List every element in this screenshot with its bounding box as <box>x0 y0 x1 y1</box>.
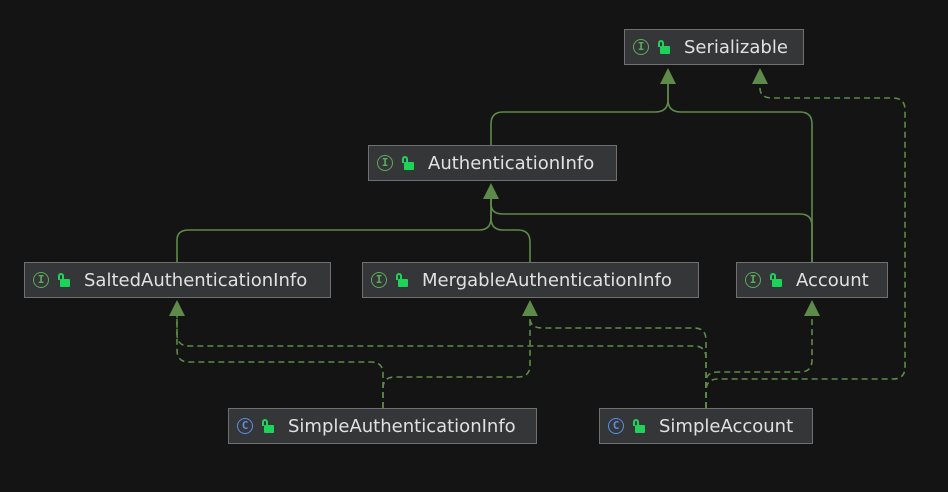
arrowhead-authentication-info <box>483 183 499 199</box>
edge-mergable-authentication-info-to-authentication-info <box>490 199 531 262</box>
edge-simple-account-to-serializable <box>705 84 906 408</box>
class-icon: C <box>237 418 253 434</box>
interface-icon: I <box>33 272 49 288</box>
edge-authentication-info-to-serializable <box>490 84 669 145</box>
public-visibility-icon <box>395 273 408 287</box>
node-account[interactable]: I Account <box>736 262 888 298</box>
arrowhead-serializable <box>660 68 676 84</box>
interface-icon: I <box>745 272 761 288</box>
node-label: MergableAuthenticationInfo <box>422 269 672 291</box>
node-label: SimpleAccount <box>659 415 794 437</box>
interface-icon: I <box>371 272 387 288</box>
edge-simple-authentication-info-to-salted-authentication-info <box>176 316 384 408</box>
arrowhead-serializable <box>752 68 768 84</box>
class-icon: C <box>608 418 624 434</box>
edge-simple-account-to-account <box>705 316 813 408</box>
node-label: AuthenticationInfo <box>428 152 595 174</box>
public-visibility-icon <box>261 419 274 433</box>
node-simple-account[interactable]: C SimpleAccount <box>599 408 813 444</box>
node-label: Serializable <box>684 36 788 58</box>
arrowhead-salted-authentication-info <box>169 300 185 316</box>
node-simple-authentication-info[interactable]: C SimpleAuthenticationInfo <box>228 408 537 444</box>
edge-salted-authentication-info-to-authentication-info <box>176 199 492 262</box>
edge-simple-account-to-salted-authentication-info <box>176 316 707 408</box>
edge-simple-authentication-info-to-mergable-authentication-info <box>382 316 531 408</box>
interface-icon: I <box>633 39 649 55</box>
edge-account-to-authentication-info <box>490 199 813 262</box>
arrowhead-account <box>804 300 820 316</box>
public-visibility-icon <box>632 419 645 433</box>
node-label: SaltedAuthenticationInfo <box>84 269 308 291</box>
node-mergable-authentication-info[interactable]: I MergableAuthenticationInfo <box>362 262 699 298</box>
node-salted-authentication-info[interactable]: I SaltedAuthenticationInfo <box>24 262 331 298</box>
public-visibility-icon <box>57 273 70 287</box>
edge-account-to-serializable <box>667 84 813 262</box>
edge-simple-account-to-mergable-authentication-info <box>529 316 707 408</box>
public-visibility-icon <box>769 273 782 287</box>
node-serializable[interactable]: I Serializable <box>624 29 804 65</box>
public-visibility-icon <box>401 156 414 170</box>
node-authentication-info[interactable]: I AuthenticationInfo <box>368 145 617 181</box>
node-label: Account <box>796 269 869 291</box>
arrowhead-mergable-authentication-info <box>522 300 538 316</box>
public-visibility-icon <box>657 40 670 54</box>
node-label: SimpleAuthenticationInfo <box>288 415 516 437</box>
interface-icon: I <box>377 155 393 171</box>
